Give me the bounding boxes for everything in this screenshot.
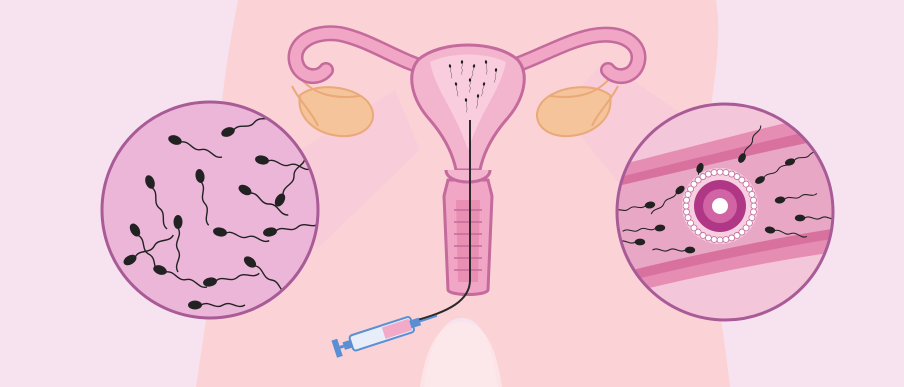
egg-cell: [682, 168, 758, 244]
sperm-magnifier: [102, 102, 320, 318]
